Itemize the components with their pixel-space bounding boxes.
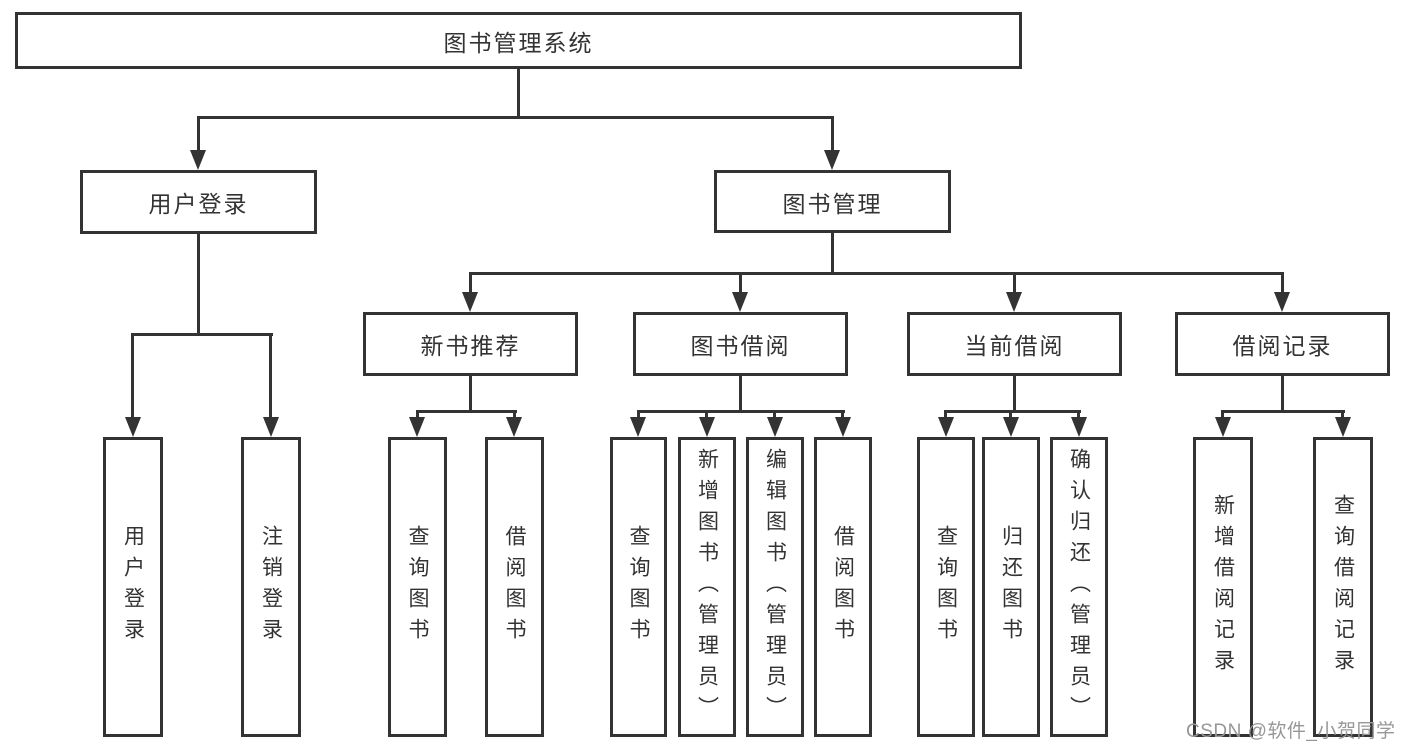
arrow-down-icon xyxy=(506,417,522,437)
connector-line xyxy=(197,116,833,119)
connector-line xyxy=(517,69,520,118)
leaf-borrow-add-books-admin: 新增图书（管理员） xyxy=(678,437,736,737)
arrow-down-icon xyxy=(824,150,840,170)
connector-line xyxy=(831,116,834,152)
connector-line xyxy=(131,333,134,419)
connector-line xyxy=(131,333,273,336)
connector-line xyxy=(637,410,640,419)
arrow-down-icon xyxy=(1274,292,1290,312)
connector-line xyxy=(513,410,516,419)
connector-line xyxy=(1221,410,1345,413)
leaf-borrow-borrow-books: 借阅图书 xyxy=(814,437,872,737)
arrow-down-icon xyxy=(1006,292,1022,312)
connector-line xyxy=(1281,376,1284,412)
arrow-down-icon xyxy=(938,417,954,437)
connector-line xyxy=(944,410,947,419)
leaf-newbook-borrow-books: 借阅图书 xyxy=(485,437,544,737)
connector-line xyxy=(1077,410,1080,419)
connector-line xyxy=(269,333,272,419)
arrow-down-icon xyxy=(409,417,425,437)
arrow-down-icon xyxy=(1003,417,1019,437)
leaf-user-login: 用户登录 xyxy=(103,437,163,737)
connector-line xyxy=(197,116,200,152)
node-book-management: 图书管理 xyxy=(714,170,951,233)
leaf-borrow-query-books: 查询图书 xyxy=(610,437,667,737)
node-current-borrow: 当前借阅 xyxy=(907,312,1122,376)
connector-line xyxy=(469,376,472,412)
node-book-borrow: 图书借阅 xyxy=(633,312,848,376)
connector-line xyxy=(1013,272,1016,296)
arrow-down-icon xyxy=(699,417,715,437)
connector-line xyxy=(469,272,472,296)
connector-line xyxy=(739,272,742,296)
leaf-logout: 注销登录 xyxy=(241,437,301,737)
arrow-down-icon xyxy=(190,150,206,170)
connector-line xyxy=(739,376,742,412)
connector-line xyxy=(1281,272,1284,296)
connector-line xyxy=(944,410,1081,413)
connector-line xyxy=(773,410,776,419)
arrow-down-icon xyxy=(630,417,646,437)
connector-line xyxy=(1009,410,1012,419)
connector-line xyxy=(1341,410,1344,419)
node-user-login: 用户登录 xyxy=(80,170,317,234)
arrow-down-icon xyxy=(835,417,851,437)
node-new-book-recommend: 新书推荐 xyxy=(363,312,578,376)
arrow-down-icon xyxy=(767,417,783,437)
connector-line xyxy=(1221,410,1224,419)
arrow-down-icon xyxy=(732,292,748,312)
arrow-down-icon xyxy=(125,417,141,437)
connector-line xyxy=(197,234,200,335)
connector-line xyxy=(469,272,1283,275)
leaf-current-confirm-return-admin: 确认归还（管理员） xyxy=(1050,437,1108,737)
leaf-current-query-books: 查询图书 xyxy=(917,437,975,737)
arrow-down-icon xyxy=(1215,417,1231,437)
leaf-borrow-edit-books-admin: 编辑图书（管理员） xyxy=(746,437,804,737)
leaf-current-return-books: 归还图书 xyxy=(982,437,1040,737)
connector-line xyxy=(637,410,845,413)
connector-line xyxy=(831,233,834,275)
arrow-down-icon xyxy=(1071,417,1087,437)
connector-line xyxy=(1013,376,1016,412)
connector-line xyxy=(416,410,419,419)
arrow-down-icon xyxy=(1335,417,1351,437)
leaf-records-add-record: 新增借阅记录 xyxy=(1193,437,1253,737)
node-root-library-system: 图书管理系统 xyxy=(15,12,1022,69)
leaf-newbook-query-books: 查询图书 xyxy=(388,437,447,737)
node-borrow-records: 借阅记录 xyxy=(1175,312,1390,376)
connector-line xyxy=(705,410,708,419)
arrow-down-icon xyxy=(462,292,478,312)
arrow-down-icon xyxy=(263,417,279,437)
watermark: CSDN @软件_小贺同学 xyxy=(1186,721,1396,742)
connector-line xyxy=(416,410,517,413)
leaf-records-query-record: 查询借阅记录 xyxy=(1313,437,1373,737)
connector-line xyxy=(841,410,844,419)
